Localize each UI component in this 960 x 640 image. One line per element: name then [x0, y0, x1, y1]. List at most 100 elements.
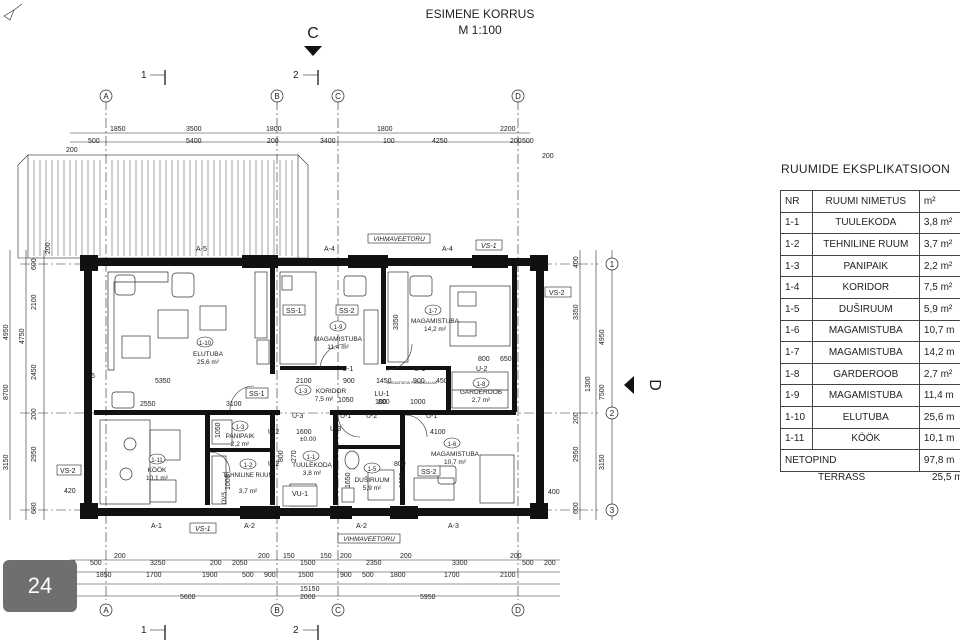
dim-bottom: 200: [400, 553, 412, 560]
attic-hatch-label: LU-1: [374, 391, 389, 398]
dim-right: 3350: [573, 304, 580, 320]
plan-title: ESIMENE KORRUS M 1:100: [380, 6, 580, 38]
wall-tag: VS-2: [549, 290, 565, 297]
room-area: 2,7 m²: [472, 397, 491, 404]
dim-bottom-total: 15150: [300, 586, 320, 593]
dim-top: 200: [542, 153, 554, 160]
section-arrow-d-icon: [624, 376, 634, 394]
downpipe-label: VIHMAVEETORU: [373, 236, 425, 243]
room-area: 10,7 m²: [444, 459, 467, 466]
wall-tag: SS-1: [286, 308, 302, 315]
dim-right: 400: [573, 256, 580, 268]
page-number-badge: 24: [3, 560, 77, 612]
dim-right: 400: [548, 489, 560, 496]
dim-top: 500: [522, 138, 534, 145]
cell-area: 3,8 m²: [918, 211, 960, 235]
room-area: 5,9 m²: [363, 485, 382, 492]
floor-title: ESIMENE KORRUS: [425, 7, 535, 21]
dim-bottom: 200: [340, 553, 352, 560]
dim-bottom: 2100: [500, 572, 516, 579]
header-area: m²: [918, 190, 960, 213]
section-label-2-top: 2: [293, 70, 299, 81]
room-name: KORIDOR: [316, 388, 347, 395]
table-total-row: NETOPIND 97,8 m: [780, 449, 960, 472]
wall-tag: A-5: [196, 246, 207, 253]
terrace-value: 25,5 m: [932, 472, 960, 483]
dim-interior: 1450: [376, 378, 392, 385]
dim-interior: 4100: [430, 429, 446, 436]
wall-tag: SS-2: [339, 308, 355, 315]
cell-name: TEHNILINE RUUM: [811, 233, 920, 256]
dim-bottom: 2350: [366, 560, 382, 567]
grid-label-d-bottom: D: [515, 606, 521, 615]
room-id: 1-3: [299, 389, 308, 395]
wall-tag: U-2: [366, 413, 377, 420]
room-id: 1-8: [477, 382, 486, 388]
dim-interior: 650: [500, 356, 512, 363]
dim-interior: 100: [375, 399, 387, 406]
terrace-label: TERRASS: [818, 472, 866, 483]
wall-tag: A-4: [442, 246, 453, 253]
wall-tag: U-2: [268, 429, 279, 436]
dim-interior: 1000: [410, 399, 426, 406]
dim-interior: 1050: [215, 422, 222, 438]
dim-bottom: 200: [510, 553, 522, 560]
dim-bottom: 200: [114, 553, 126, 560]
dim-right: 1300: [585, 376, 592, 392]
grid-label-a-bottom: A: [103, 606, 109, 615]
wall-tag: VS-1: [195, 526, 211, 533]
cell-name: GARDEROOB: [811, 362, 920, 386]
dim-bottom: 1800: [390, 572, 406, 579]
outer-wall-bottom: [84, 508, 544, 516]
section-label-1-bottom: 1: [141, 625, 147, 636]
dim-bottom: 200: [544, 560, 556, 567]
cell-area: 14,2 m: [918, 341, 960, 364]
dim-interior: 3350: [393, 314, 400, 330]
dim-interior: 800: [378, 399, 390, 406]
cell-nr: 1-11: [780, 427, 813, 451]
cell-nr: 1-9: [780, 384, 813, 407]
dim-top: 2200: [500, 126, 516, 133]
cell-name: ELUTUBA: [811, 405, 920, 429]
dim-right: 3150: [599, 454, 606, 470]
dim-interior: 800: [278, 450, 285, 462]
dim-bottom: 1700: [444, 572, 460, 579]
room-id: 1-11: [151, 458, 163, 464]
wall-tag: U-3: [330, 426, 341, 433]
cell-name: DUŠIRUUM: [811, 297, 920, 321]
cell-nr: 1-1: [780, 211, 813, 235]
cell-area: 11,4 m: [918, 384, 960, 407]
dim-interior: 2550: [140, 401, 156, 408]
room-id: 1-10: [199, 341, 212, 347]
dim-right: 7500: [599, 384, 606, 400]
cell-nr: 1-7: [780, 341, 813, 364]
dim-right: 600: [573, 502, 580, 514]
room-id: 1-5: [368, 467, 377, 473]
grid-bubble: [270, 603, 284, 617]
scale-label: M 1:100: [458, 23, 502, 37]
dim-bottom: 1850: [96, 572, 112, 579]
dim-interior: 1600: [296, 429, 312, 436]
cell-area: 10,1 m: [918, 427, 960, 451]
dim-top: 3400: [320, 138, 336, 145]
grid-label-c-bottom: C: [335, 606, 341, 615]
cell-name: KORIDOR: [811, 276, 920, 299]
dim-bottom: 500: [362, 572, 374, 579]
dim-left: 420: [64, 488, 76, 495]
grid-bubble: [331, 603, 345, 617]
section-label-d: D: [646, 379, 663, 391]
dim-bottom: 500: [242, 572, 254, 579]
cell-area: 25,6 m: [918, 405, 960, 429]
wall-tag: A-4: [324, 246, 335, 253]
room-name: ELUTUBA: [193, 351, 224, 358]
grid-label-2: 2: [610, 409, 615, 418]
grid-label-a: A: [103, 92, 109, 101]
cell-name: PANIPAIK: [811, 254, 920, 278]
grid-label-c: C: [335, 92, 341, 101]
